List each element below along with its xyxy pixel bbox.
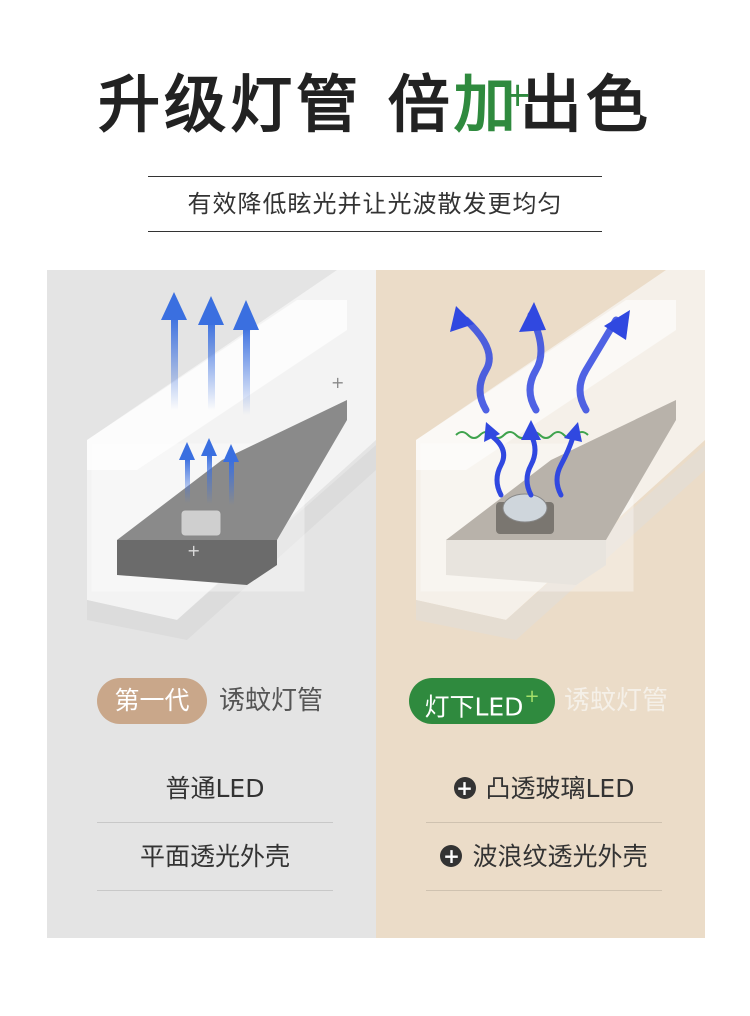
badge-plus-mark: +	[524, 686, 540, 707]
tube-plus-mark-2: +	[331, 373, 344, 392]
first-gen-type-label: 诱蚊灯管	[219, 686, 324, 716]
headline-part4: 出色	[519, 68, 652, 141]
subtitle-box: 有效降低眩光并让光波散发更均匀	[148, 176, 602, 232]
first-gen-tube-illustration: + +	[87, 270, 376, 640]
straight-light-arrows	[161, 292, 259, 505]
first-gen-panel: + + 第一代 诱蚊灯管 普通LED 平面透光外壳	[47, 270, 376, 938]
plus-circle-icon: +	[453, 777, 476, 799]
first-gen-feature-shell: 平面透光外壳	[97, 824, 333, 891]
upgraded-panel: 灯下LED+ 诱蚊灯管 +凸透玻璃LED +波浪纹透光外壳	[376, 270, 705, 938]
headline-plus-mark: +	[503, 75, 536, 115]
tube-plus-mark-1: +	[187, 541, 200, 560]
headline-part2: 倍	[387, 68, 454, 141]
upgraded-type-label: 诱蚊灯管	[564, 686, 669, 716]
upgraded-feature-led: +凸透玻璃LED	[426, 756, 662, 823]
diffused-light-arrows	[462, 311, 620, 498]
first-gen-badge: 第一代	[97, 678, 207, 724]
upgraded-tube-illustration	[416, 270, 705, 640]
upgraded-badge: 灯下LED+	[409, 678, 555, 724]
plus-circle-icon: +	[440, 845, 463, 867]
headline: 升级灯管 倍加+出色	[0, 60, 750, 150]
subtitle: 有效降低眩光并让光波散发更均匀	[187, 190, 563, 218]
headline-green-char: 加+	[454, 68, 532, 141]
first-gen-feature-led: 普通LED	[97, 756, 333, 823]
headline-part1: 升级灯管	[98, 68, 363, 141]
upgraded-feature-shell: +波浪纹透光外壳	[426, 824, 662, 891]
